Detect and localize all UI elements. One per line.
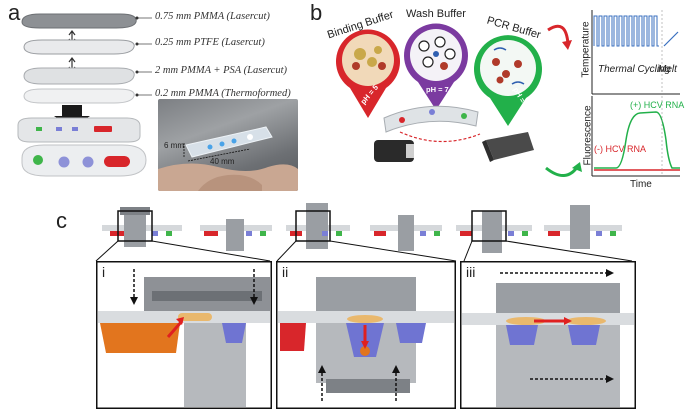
positive-curve	[594, 111, 680, 169]
strip-frame-5	[456, 211, 532, 253]
layer-pmma-top	[21, 13, 137, 29]
capture-arrow	[166, 320, 184, 338]
device-photo: 6 mm 40 mm	[158, 99, 298, 191]
fluorescence-chart	[591, 96, 680, 177]
photo-dim-width: 40 mm	[210, 157, 235, 166]
pcr-buffer-bubble	[474, 35, 543, 126]
layer-label-2: 0.25 mm PTFE (Lasercut)	[155, 37, 265, 48]
panel-c-sequence-strip	[95, 203, 633, 262]
layer-label-3: 2 mm PMMA + PSA (Lasercut)	[155, 65, 287, 76]
assembled-device-angled	[17, 117, 141, 143]
strip-frame-6	[544, 205, 622, 249]
sub-panel-ii	[276, 261, 456, 409]
temperature-chart	[591, 10, 680, 95]
temperature-axis-label: Temperature	[580, 21, 592, 78]
melt-label: Melt	[658, 64, 677, 75]
thermal-cycling-label: Thermal Cycling	[598, 64, 671, 75]
sub-panel-label-ii: ii	[282, 264, 289, 280]
layer-label-1: 0.75 mm PMMA (Lasercut)	[155, 11, 270, 22]
wash-buffer-bubble	[404, 23, 468, 110]
sub-panel-label-iii: iii	[466, 264, 476, 280]
sub-panel-label-i: i	[102, 264, 106, 280]
panel-label-b: b	[310, 0, 323, 25]
layer-ptfe	[23, 39, 135, 55]
pcr-red-arrow	[547, 24, 570, 45]
assembly-arrow	[54, 105, 90, 128]
device-chip-b	[383, 105, 479, 133]
panel-label-c: c	[56, 208, 67, 233]
negative-hcv-label: (-) HCV RNA	[594, 144, 646, 154]
strip-frame-2	[200, 219, 272, 251]
fluorescence-axis-label: Fluorescence	[582, 105, 594, 166]
binding-buffer-bubble	[336, 29, 400, 118]
sub-panel-iii	[460, 261, 636, 409]
layer-pmma-psa	[23, 67, 135, 85]
time-axis-label: Time	[630, 179, 652, 190]
positive-hcv-label: (+) HCV RNA	[630, 100, 685, 110]
wash-buffer-title: Wash Buffer	[406, 8, 466, 20]
thermal-cycle-trace	[593, 15, 659, 47]
panel-b-buffers	[336, 10, 680, 177]
heater-block	[486, 132, 534, 160]
photo-dim-height: 6 mm	[164, 141, 184, 150]
sub-panel-i	[96, 261, 272, 409]
panel-label-a: a	[8, 0, 21, 25]
magnet-left	[374, 140, 414, 162]
panel-a-exploded-layers	[17, 13, 152, 177]
layer-label-4: 0.2 mm PMMA (Thermoformed)	[155, 88, 291, 99]
layer-thermoformed	[23, 88, 135, 104]
wash-buffer-ph: pH = 7	[426, 85, 449, 94]
strip-frame-4	[370, 215, 442, 251]
